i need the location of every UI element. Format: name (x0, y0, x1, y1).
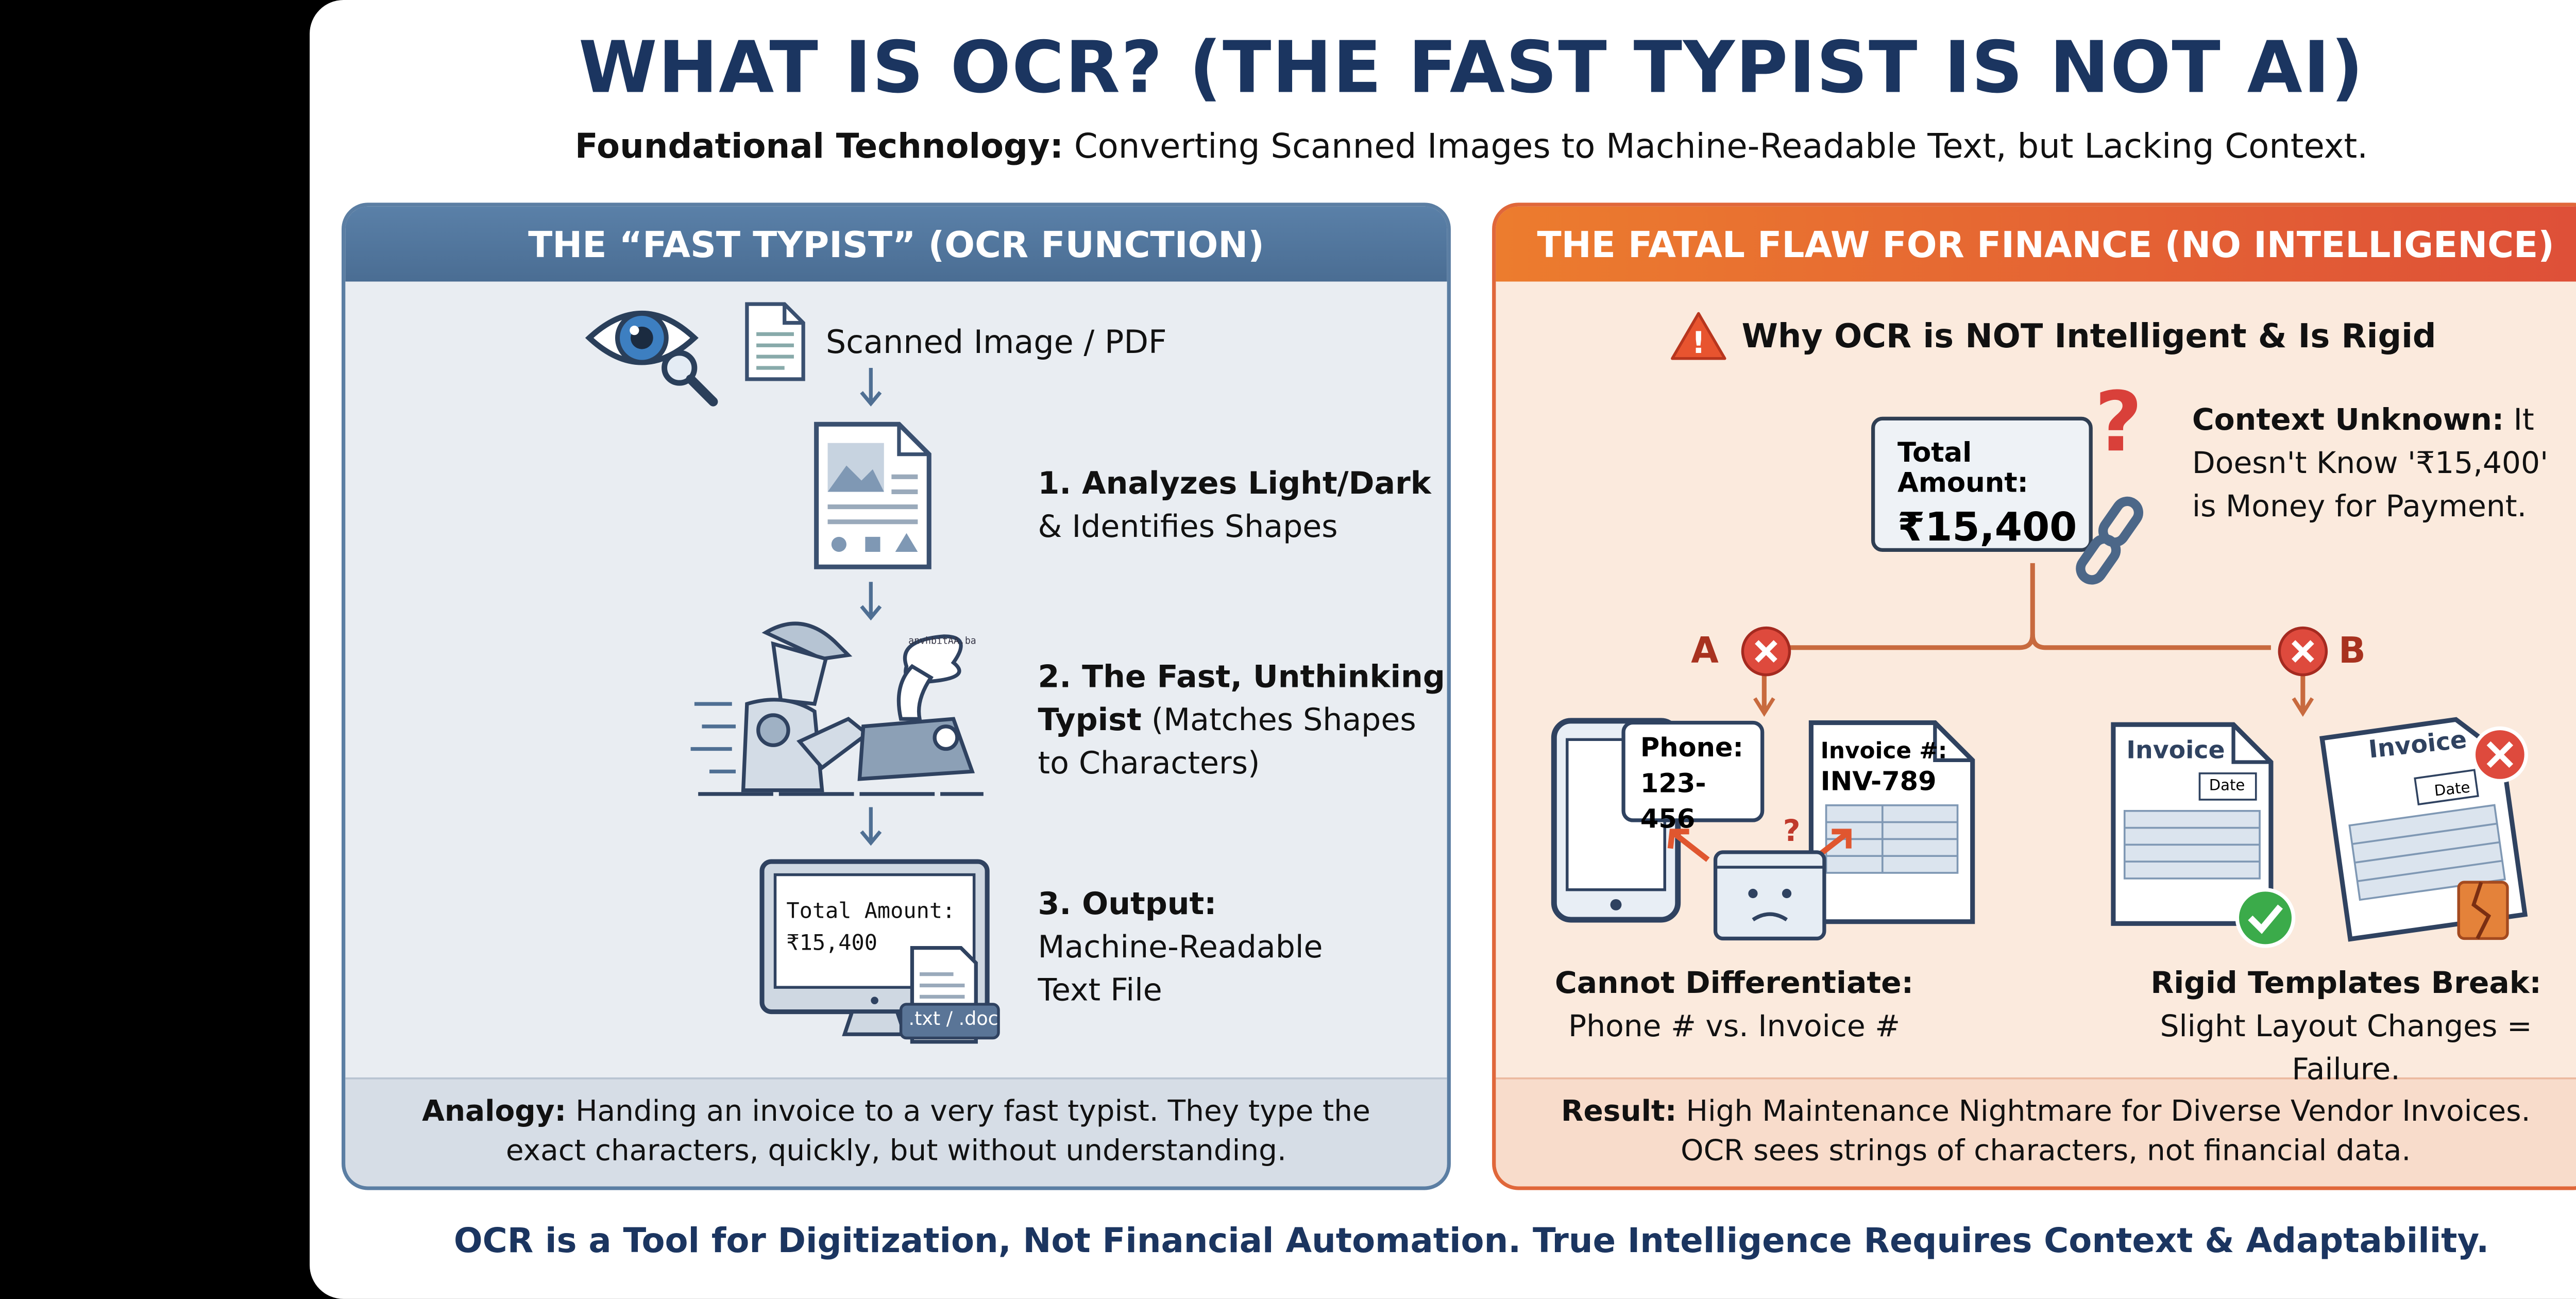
invoice-title: Invoice (2126, 737, 2225, 766)
warning-heading: Why OCR is NOT Intelligent & Is Rigid (1741, 319, 2436, 357)
question-mark-icon: ? (2094, 375, 2143, 471)
context-line2: Doesn't Know '₹15,400' (2192, 445, 2549, 481)
warning-icon: ! (1671, 312, 1726, 360)
input-label: Scanned Image / PDF (825, 325, 1167, 363)
branch-b-label: B (2338, 631, 2366, 672)
invoice-number-value: INV-789 (1820, 767, 1937, 798)
computer-monitor-icon (759, 859, 1000, 1044)
footer-tagline: OCR is a Tool for Digitization, Not Fina… (453, 1222, 2489, 1262)
caption-a: Cannot Differentiate: Phone # vs. Invoice… (1547, 961, 1922, 1048)
invoice-number-label: Invoice #: (1820, 737, 1947, 764)
broken-link-icon (2076, 496, 2143, 585)
analogy-box: Analogy: Handing an invoice to a very fa… (345, 1077, 1447, 1187)
phone-label: Phone: (1640, 734, 1743, 764)
result-line2: OCR sees strings of characters, not fina… (1681, 1134, 2411, 1168)
check-circle-icon (2235, 888, 2296, 948)
fatal-flaw-panel: THE FATAL FLAW FOR FINANCE (NO INTELLIGE… (1492, 203, 2576, 1190)
left-panel-header: THE “FAST TYPIST” (OCR FUNCTION) (345, 206, 1447, 282)
analyzed-document-icon (814, 421, 931, 569)
caption-a-text: Phone # vs. Invoice # (1568, 1008, 1901, 1044)
arrow-down-icon (860, 368, 882, 407)
x-circle-icon (2278, 626, 2328, 677)
analogy-line2: exact characters, quickly, but without u… (505, 1134, 1286, 1168)
caption-b-text: Slight Layout Changes = Failure. (2160, 1008, 2532, 1087)
subtitle: Foundational Technology: Converting Scan… (310, 128, 2576, 167)
step-2-desc: (Matches Shapes (1141, 702, 1416, 738)
x-circle-icon (1741, 626, 1791, 677)
page-title: WHAT IS OCR? (THE FAST TYPIST IS NOT AI) (578, 26, 2365, 109)
context-bold: Context Unknown: (2192, 401, 2504, 437)
caption-b-title: Rigid Templates Break: (2150, 965, 2541, 1001)
caption-a-title: Cannot Differentiate: (1554, 965, 1914, 1001)
subtitle-bold: Foundational Technology: (574, 127, 1063, 167)
step-1-title: 1. Analyzes Light/Dark (1038, 465, 1431, 501)
phone-value: 123-456 (1640, 769, 1706, 836)
result-line1: High Maintenance Nightmare for Diverse V… (1676, 1094, 2531, 1128)
screen-line-2: ₹15,400 (786, 929, 877, 956)
confused-face-icon: ? (1667, 813, 1852, 941)
caption-b: Rigid Templates Break: Slight Layout Chan… (2121, 961, 2571, 1090)
branch-a-label: A (1691, 631, 1719, 672)
analogy-bold: Analogy: (422, 1094, 567, 1128)
broken-invoice-template-icon (2319, 717, 2528, 942)
step-1-desc: & Identifies Shapes (1038, 509, 1338, 545)
step-2-title: 2. The Fast, Unthinking (1038, 659, 1445, 695)
svg-text:?: ? (1783, 813, 1801, 848)
amount-box: Total Amount: ₹15,400 (1871, 416, 2093, 552)
file-type-tag: .txt / .doc (908, 1009, 998, 1031)
svg-text:!: ! (1692, 325, 1706, 360)
ocr-function-panel: THE “FAST TYPIST” (OCR FUNCTION) Analogy… (342, 203, 1451, 1190)
eye-magnifier-icon (585, 310, 718, 407)
screen-text: Total Amount: ₹15,400 (786, 896, 955, 959)
step-2-typist: Typist (1038, 702, 1142, 738)
arrow-down-icon (860, 582, 882, 621)
step-3-desc-2: Text File (1038, 972, 1162, 1008)
robot-typist-icon (690, 621, 984, 796)
step-3-title: 3. Output: (1038, 886, 1217, 922)
result-bold: Result: (1561, 1094, 1677, 1128)
thought-bubble-text: anvhbitAA.ba (908, 636, 976, 648)
subtitle-text: Converting Scanned Images to Machine-Rea… (1063, 127, 2368, 167)
invoice-number-tag: Invoice #: INV-789 (1821, 736, 1947, 800)
context-line3: is Money for Payment. (2192, 488, 2527, 524)
phone-bubble: Phone: 123-456 (1621, 720, 1765, 835)
invoice-template-icon (2111, 722, 2274, 926)
analogy-line1: Handing an invoice to a very fast typist… (566, 1094, 1370, 1128)
amount-value: ₹15,400 (1897, 504, 2077, 550)
step-2-desc-2: to Characters) (1038, 745, 1260, 781)
right-panel-header: THE FATAL FLAW FOR FINANCE (NO INTELLIGE… (1496, 206, 2576, 282)
x-circle-icon (2471, 726, 2528, 783)
result-box: Result: High Maintenance Nightmare for D… (1496, 1077, 2576, 1187)
step-1: 1. Analyzes Light/Dark & Identifies Shape… (1038, 462, 1431, 548)
document-icon (745, 302, 805, 381)
context-line1: It (2504, 401, 2534, 437)
screen-line-1: Total Amount: (786, 897, 956, 924)
invoice-date-field: Date (2209, 777, 2245, 794)
step-3-desc: Machine-Readable (1038, 929, 1323, 965)
amount-label: Total Amount: (1897, 439, 2028, 500)
arrow-down-icon (860, 807, 882, 846)
